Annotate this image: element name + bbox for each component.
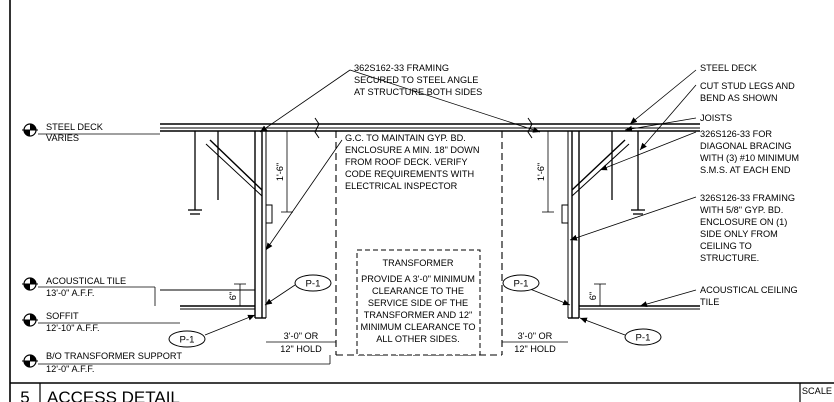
dim-left-hold: 3'-0" OR [284,331,319,341]
svg-text:TRANSFORMER AND 12": TRANSFORMER AND 12" [364,310,472,320]
partition-tag-b: P-1 [502,274,540,292]
partition-tags: P-1 P-1 P-1 P-1 [168,274,662,348]
note-joists: JOISTS [700,113,732,123]
note-acoustical-ceiling: ACOUSTICAL CEILING [700,285,798,295]
level-name-acoustical-tile: ACOUSTICAL TILE [46,276,126,286]
leaders [204,69,697,336]
notes-right: STEEL DECK CUT STUD LEGS AND BEND AS SHO… [700,63,799,307]
title-block: 5 ACCESS DETAIL SCALE [20,383,832,402]
svg-text:SERVICE SIDE OF THE: SERVICE SIDE OF THE [368,298,468,308]
left-stud-framing [160,131,273,319]
svg-text:STRUCTURE.: STRUCTURE. [700,253,759,263]
note-steel-deck: STEEL DECK [700,63,758,73]
detail-title: ACCESS DETAIL [47,388,180,402]
svg-text:CLEARANCE TO THE: CLEARANCE TO THE [372,286,464,296]
dimension-text: 1'-6" 1'-6" 6" 6" 3'-0" OR 12" HOLD 3'-0… [228,163,598,354]
svg-text:12" HOLD: 12" HOLD [514,344,556,354]
svg-text:SECURED TO STEEL ANGLE: SECURED TO STEEL ANGLE [354,75,478,85]
svg-text:MINIMUM CLEARANCE TO: MINIMUM CLEARANCE TO [360,322,475,332]
dim-right-small: 6" [588,292,598,300]
note-framing-right: 326S126-33 FRAMING [700,193,795,203]
svg-text:TILE: TILE [700,297,719,307]
svg-text:WITH (3) #10 MINIMUM: WITH (3) #10 MINIMUM [700,153,799,163]
level-markers [22,123,38,368]
note-framing-top: 362S162-33 FRAMING SECURED TO STEEL ANGL… [354,63,482,97]
level-name-steel-deck: STEEL DECK [46,122,104,132]
partition-tag-c: P-1 [168,330,206,348]
level-marker-soffit [22,313,38,327]
svg-text:TRANSFORMER: TRANSFORMER [383,258,454,268]
note-bracing: 326S126-33 FOR [700,129,772,139]
level-value-steel-deck: VARIES [46,133,79,143]
svg-text:ALL OTHER SIDES.: ALL OTHER SIDES. [376,334,459,344]
svg-text:FROM ROOF DECK. VERIFY: FROM ROOF DECK. VERIFY [345,157,468,167]
svg-text:S.M.S. AT EACH END: S.M.S. AT EACH END [700,165,791,175]
svg-text:P-1: P-1 [180,335,195,346]
svg-text:ENCLOSURE A MIN. 18" DOWN: ENCLOSURE A MIN. 18" DOWN [345,145,479,155]
transformer-outline [356,249,481,356]
level-value-acoustical-tile: 13'-0" A.F.F. [46,288,94,298]
svg-text:P-1: P-1 [636,333,651,344]
level-name-soffit: SOFFIT [46,311,79,321]
level-marker-acoustical-tile [22,277,38,291]
svg-text:P-1: P-1 [306,279,321,290]
svg-text:AT STRUCTURE BOTH SIDES: AT STRUCTURE BOTH SIDES [354,87,482,97]
level-value-soffit: 12'-10" A.F.F. [46,323,100,333]
dimensions [234,131,606,343]
dim-right-hold: 3'-0" OR [518,331,553,341]
svg-text:ELECTRICAL INSPECTOR: ELECTRICAL INSPECTOR [345,181,458,191]
dim-left-small: 6" [228,292,238,300]
detail-number: 5 [20,388,29,402]
right-stud-framing [561,131,700,319]
note-transformer: TRANSFORMER PROVIDE A 3'-0" MINIMUM CLEA… [360,258,475,344]
partition-tag-a: P-1 [294,274,332,292]
level-name-transformer-support: B/O TRANSFORMER SUPPORT [46,351,182,361]
svg-text:CODE REQUIREMENTS WITH: CODE REQUIREMENTS WITH [345,169,474,179]
dim-left-vertical: 1'-6" [275,163,285,181]
svg-text:BEND AS SHOWN: BEND AS SHOWN [700,93,778,103]
note-gc: G.C. TO MAINTAIN GYP. BD. ENCLOSURE A MI… [345,133,479,191]
level-lines [38,133,331,365]
svg-text:P-1: P-1 [514,279,529,290]
scale-label: SCALE [802,386,832,396]
svg-text:WITH 5/8" GYP. BD.: WITH 5/8" GYP. BD. [700,205,783,215]
svg-text:DIAGONAL BRACING: DIAGONAL BRACING [700,141,792,151]
svg-text:PROVIDE A 3'-0" MINIMUM: PROVIDE A 3'-0" MINIMUM [361,274,475,284]
svg-text:12" HOLD: 12" HOLD [280,344,322,354]
steel-deck [160,117,700,139]
partition-tag-d: P-1 [624,328,662,346]
level-value-transformer-support: 12'-0" A.F.F. [46,364,94,374]
sheet-border [9,0,834,402]
svg-text:SIDE ONLY FROM: SIDE ONLY FROM [700,229,778,239]
svg-text:CEILING TO: CEILING TO [700,241,752,251]
level-marker-steel-deck [22,123,38,137]
svg-text:362S162-33 FRAMING: 362S162-33 FRAMING [354,63,449,73]
svg-text:ENCLOSURE ON (1): ENCLOSURE ON (1) [700,217,787,227]
note-cut-stud: CUT STUD LEGS AND [700,81,795,91]
svg-text:G.C. TO MAINTAIN GYP. BD.: G.C. TO MAINTAIN GYP. BD. [345,133,466,143]
level-labels: STEEL DECK VARIES ACOUSTICAL TILE 13'-0"… [46,122,182,374]
level-marker-transformer-support [22,354,38,368]
dim-right-vertical: 1'-6" [536,163,546,181]
